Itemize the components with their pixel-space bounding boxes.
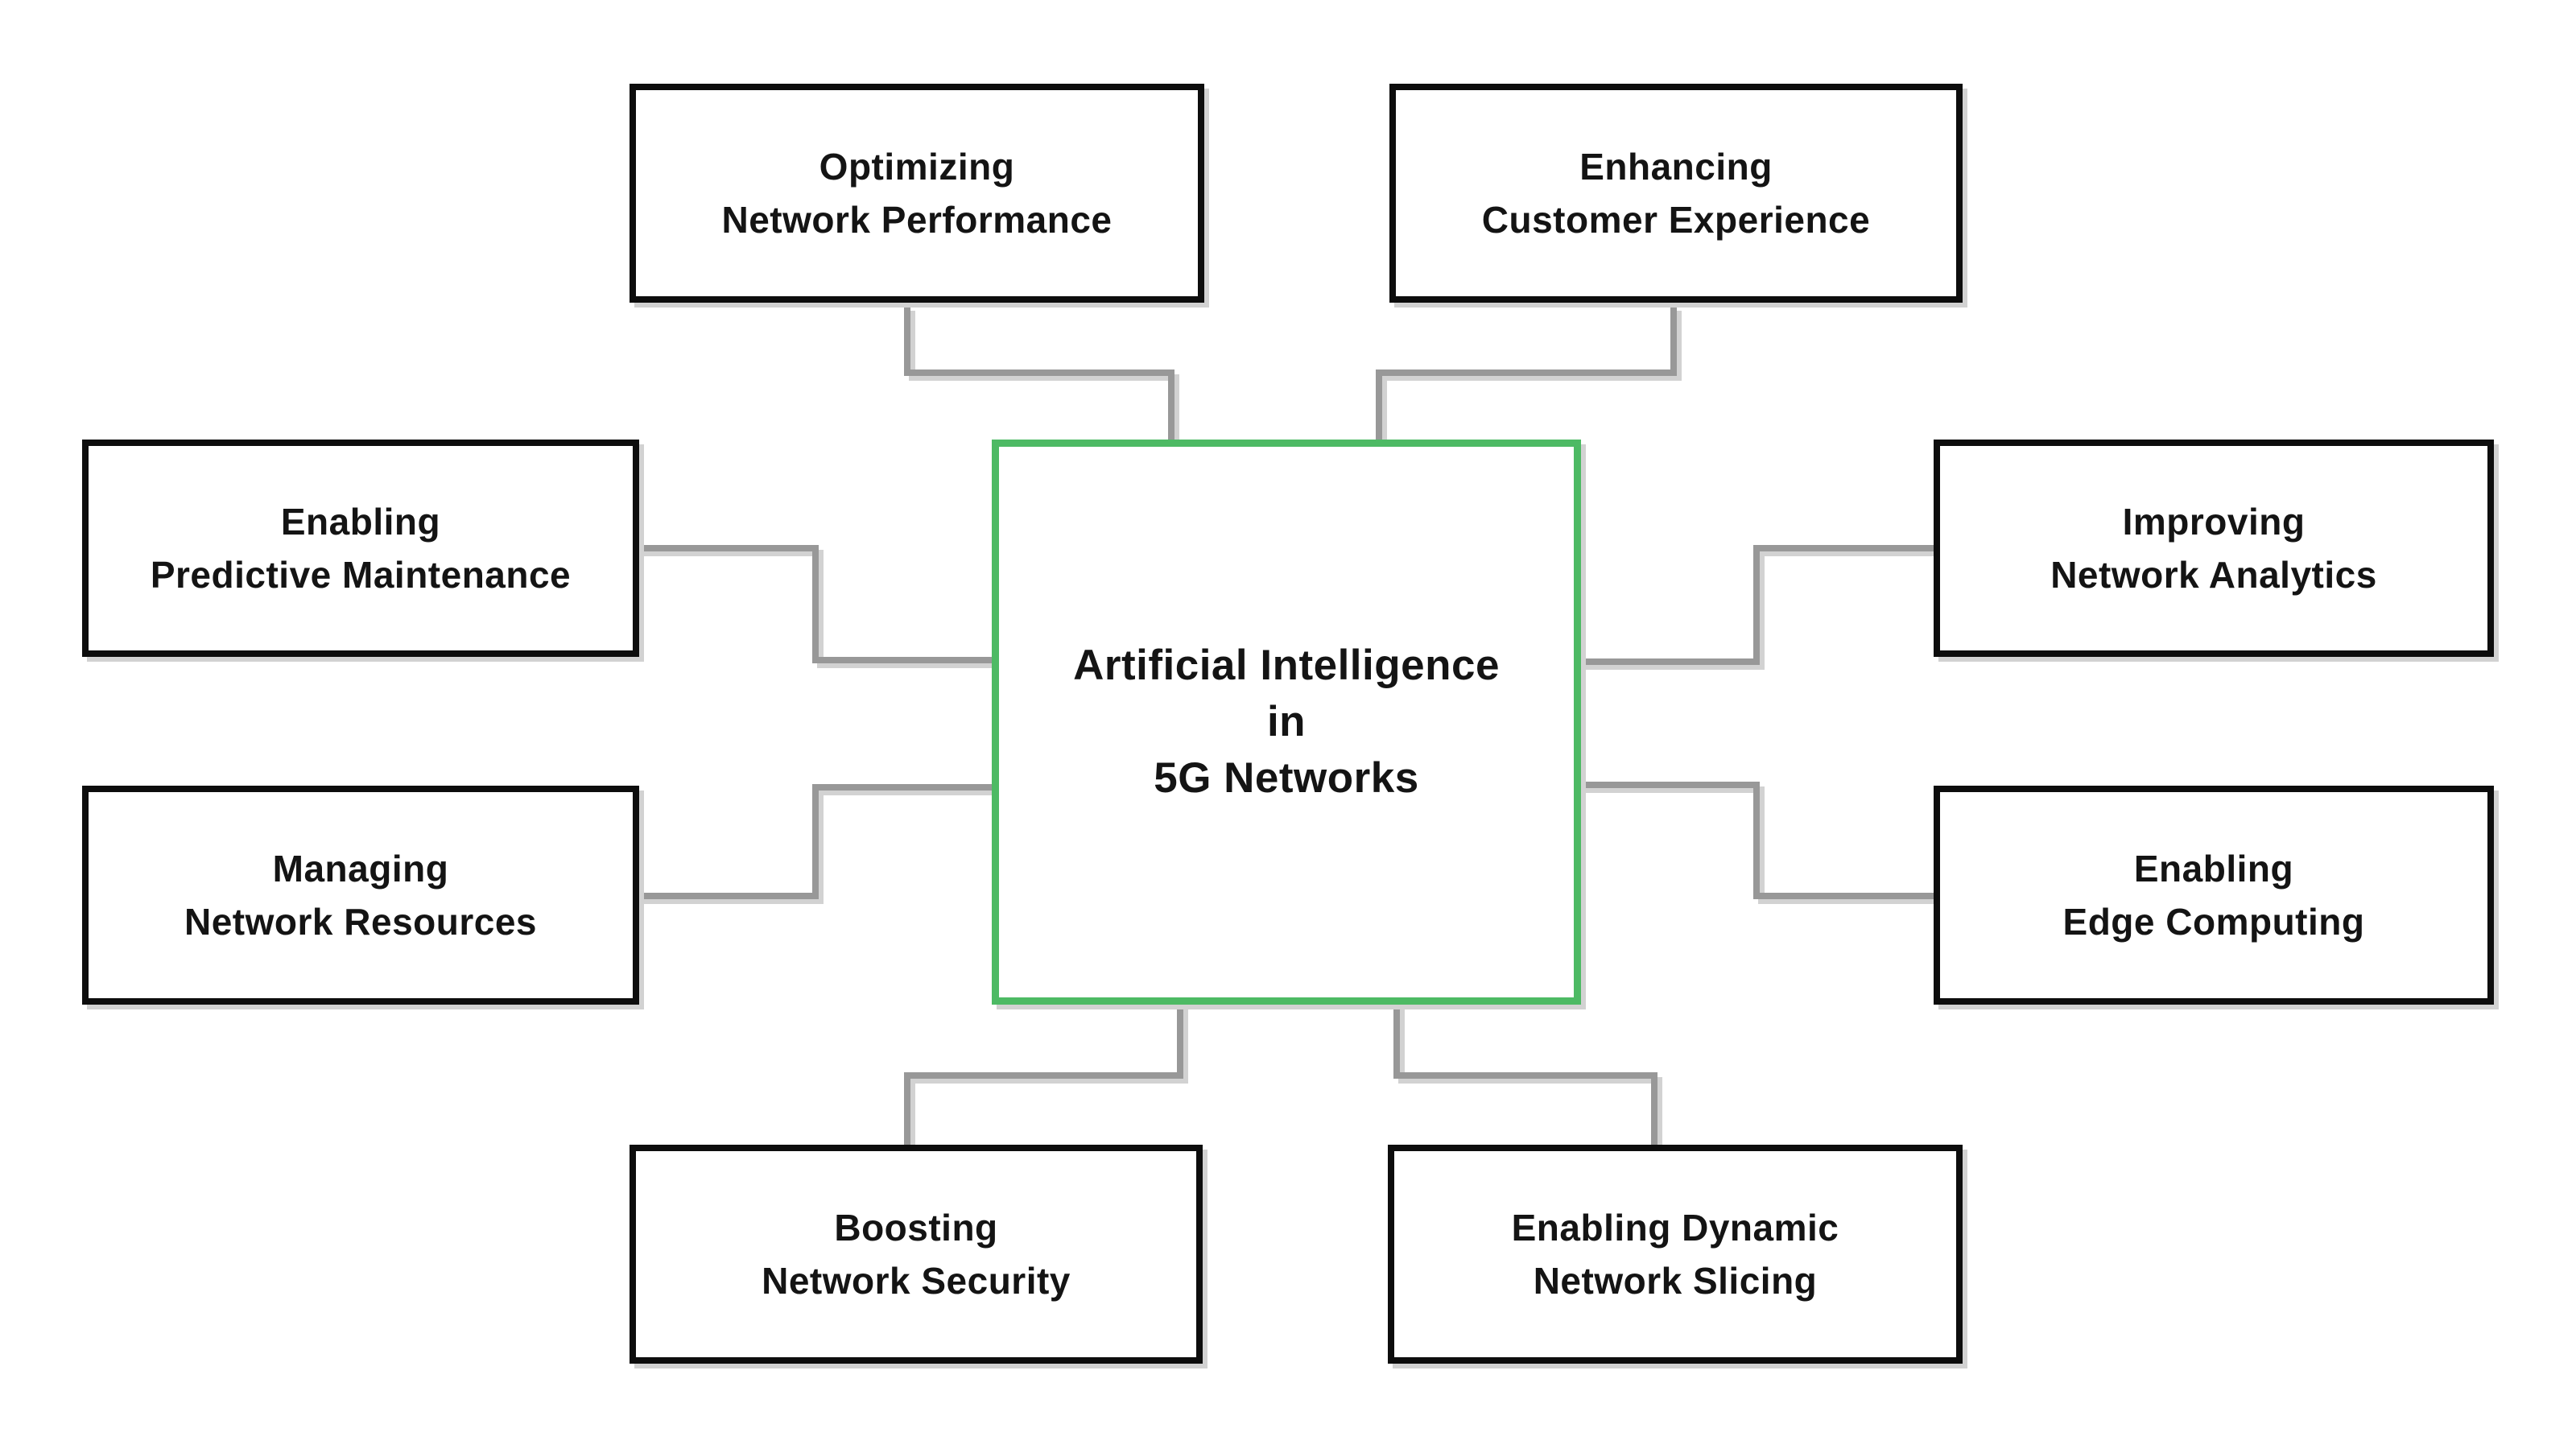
node-enabling-edge-computing: Enabling Edge Computing bbox=[1934, 786, 2494, 1005]
center-node-artificial-intelligence-in-5g-networks: Artificial Intelligence in 5G Networks bbox=[992, 440, 1581, 1005]
node-label: Enabling Dynamic Network Slicing bbox=[1511, 1207, 1839, 1302]
node-label: Enabling Edge Computing bbox=[2062, 848, 2365, 943]
node-label: Improving Network Analytics bbox=[2050, 501, 2377, 596]
node-improving-network-analytics: Improving Network Analytics bbox=[1934, 440, 2494, 657]
connector-center-to-managing-network-resources bbox=[638, 784, 995, 899]
connector-center-to-enabling-predictive-maintenance bbox=[638, 545, 995, 663]
node-enabling-predictive-maintenance: Enabling Predictive Maintenance bbox=[82, 440, 639, 657]
connector-center-to-boosting-network-security bbox=[904, 1001, 1183, 1148]
node-label: Enabling Predictive Maintenance bbox=[150, 501, 572, 596]
center-node-label: Artificial Intelligence in 5G Networks bbox=[1073, 642, 1500, 802]
node-label: Optimizing Network Performance bbox=[721, 146, 1113, 241]
connector-center-to-enhancing-customer-experience bbox=[1376, 306, 1677, 443]
node-enabling-dynamic-network-slicing: Enabling Dynamic Network Slicing bbox=[1388, 1145, 1963, 1364]
node-managing-network-resources: Managing Network Resources bbox=[82, 786, 639, 1005]
node-label: Enhancing Customer Experience bbox=[1481, 146, 1871, 241]
node-label: Boosting Network Security bbox=[762, 1207, 1071, 1302]
connector-center-to-enabling-dynamic-network-slicing bbox=[1393, 1001, 1657, 1148]
connector-center-to-improving-network-analytics bbox=[1578, 545, 1937, 665]
node-label: Managing Network Resources bbox=[184, 848, 537, 943]
node-boosting-network-security: Boosting Network Security bbox=[630, 1145, 1203, 1364]
node-optimizing-network-performance: Optimizing Network Performance bbox=[630, 84, 1204, 303]
connector-center-to-optimizing-network-performance bbox=[904, 306, 1174, 443]
connector-center-to-enabling-edge-computing bbox=[1578, 782, 1937, 899]
node-enhancing-customer-experience: Enhancing Customer Experience bbox=[1389, 84, 1963, 303]
